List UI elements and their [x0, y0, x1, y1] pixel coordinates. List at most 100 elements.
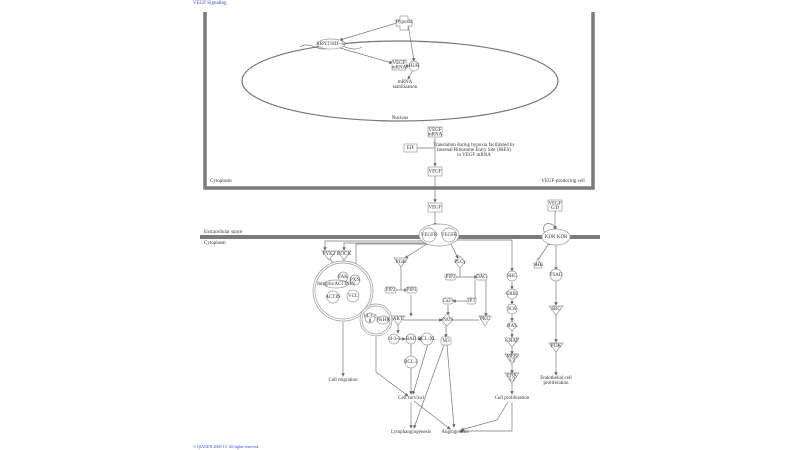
svg-text:BCL-2: BCL-2 — [404, 360, 418, 365]
svg-text:EIF: EIF — [407, 146, 415, 151]
svg-text:Angiogenesis: Angiogenesis — [441, 430, 468, 435]
svg-text:Integrin/ACTININ: Integrin/ACTININ — [317, 282, 355, 287]
node-sos[interactable]: SOS — [506, 303, 518, 315]
svg-text:VEGF: VEGF — [428, 170, 441, 175]
node-bad[interactable]: BAD — [405, 333, 417, 345]
node-arnt-hif1a[interactable]: ARNT/HIF-1α — [299, 38, 363, 50]
node-grb2[interactable]: GRB2 — [506, 288, 519, 300]
node-cell-proliferation[interactable]: Cell proliferation — [495, 396, 530, 401]
svg-text:TSAD: TSAD — [549, 273, 562, 278]
svg-text:KDR: KDR — [545, 235, 556, 240]
node-vegf-secreted[interactable]: VEGF — [427, 202, 443, 213]
svg-text:Cell survival: Cell survival — [398, 396, 424, 401]
node-tsad[interactable]: TSAD — [549, 268, 563, 282]
node-shb[interactable]: SHB — [533, 257, 544, 269]
node-cell-survival[interactable]: Cell survival — [398, 396, 424, 401]
svg-text:C/D: C/D — [551, 206, 560, 211]
svg-text:mRNA: mRNA — [428, 133, 443, 138]
nucleus-label: Nucleus — [392, 116, 408, 121]
node-shc[interactable]: SHC — [506, 270, 518, 282]
svg-text:VEGF: VEGF — [428, 206, 441, 211]
svg-text:KDR: KDR — [557, 235, 568, 240]
node-integrin-complex[interactable]: FAK PXN Integrin/ACTININ ACTIN VCL — [312, 260, 374, 322]
node-vegf-cytoplasm[interactable]: VEGF — [427, 166, 443, 177]
svg-text:Endothelial cell: Endothelial cell — [540, 376, 572, 381]
node-bcl-xl[interactable]: BCL-XL — [418, 332, 436, 346]
svg-text:Internal Ribosome Entry Site (: Internal Ribosome Entry Site (IRES) — [437, 148, 511, 153]
svg-text:RAS: RAS — [507, 324, 517, 329]
svg-text:ACTIN: ACTIN — [325, 295, 341, 300]
diagram-title[interactable]: VEGF Signaling — [193, 1, 227, 6]
node-pip2-a[interactable]: PIP2 — [384, 286, 397, 294]
node-angiogenesis[interactable]: Angiogenesis — [441, 430, 468, 435]
node-hypoxia[interactable]: Hypoxia — [395, 15, 413, 31]
svg-text:DAG: DAG — [476, 275, 487, 280]
node-ip3[interactable]: IP3 — [466, 297, 477, 305]
svg-text:14-3-3: 14-3-3 — [387, 337, 401, 342]
svg-text:AKT: AKT — [393, 317, 403, 322]
svg-text:VEGFR: VEGFR — [441, 233, 458, 238]
svg-text:VEGFR: VEGFR — [421, 233, 438, 238]
cytoplasm-label: Cytoplasm — [210, 179, 232, 184]
node-ras[interactable]: RAS — [506, 320, 518, 332]
node-lymphangiogenesis[interactable]: Lymphangiogenesis — [391, 430, 431, 435]
node-hur[interactable]: HUR — [408, 60, 420, 72]
svg-text:NO: NO — [442, 339, 450, 344]
extracellular-label: Extracellular space — [204, 230, 243, 235]
node-plcg[interactable]: PLCγ — [454, 255, 466, 269]
node-ca2[interactable]: Ca2+ — [443, 297, 454, 305]
node-no[interactable]: NO — [440, 336, 452, 346]
node-1433b-fkhr-complex[interactable]: 14-3-3β FKHR — [359, 303, 393, 337]
svg-text:PIP3: PIP3 — [407, 288, 417, 293]
node-akt[interactable]: AKT — [390, 315, 406, 326]
svg-text:VCL: VCL — [348, 294, 358, 299]
node-c-raf[interactable]: c-RAF — [504, 337, 520, 348]
node-bcl-2[interactable]: BCL-2 — [404, 355, 418, 369]
svg-text:proliferation: proliferation — [544, 381, 569, 386]
node-pi3k[interactable]: PI3K — [393, 257, 409, 268]
svg-text:eNOS: eNOS — [441, 318, 453, 323]
node-14-3-3[interactable]: 14-3-3 — [387, 333, 401, 345]
node-eif[interactable]: EIF — [403, 143, 418, 153]
svg-text:PLCγ: PLCγ — [454, 260, 466, 265]
svg-text:mRNA: mRNA — [392, 66, 407, 71]
node-pip3[interactable]: PIP3 — [405, 286, 418, 294]
node-enos[interactable]: eNOS — [440, 313, 454, 327]
node-pi3k-right[interactable]: PI3K — [548, 342, 564, 353]
node-pkc[interactable]: PKC — [478, 315, 492, 327]
svg-text:IP3: IP3 — [468, 299, 475, 304]
svg-text:stabilization: stabilization — [393, 85, 418, 90]
svg-text:ROCK: ROCK — [337, 252, 351, 257]
producing-cell-membrane — [203, 12, 595, 190]
svg-text:PXN: PXN — [350, 278, 360, 283]
svg-text:SHC: SHC — [507, 274, 517, 279]
svg-text:Ca2+: Ca2+ — [443, 299, 454, 304]
svg-text:PYK2: PYK2 — [323, 252, 336, 257]
node-rock[interactable]: ROCK — [336, 250, 352, 261]
node-cell-migration[interactable]: Cell migration — [328, 378, 358, 383]
svg-text:PIP2: PIP2 — [386, 288, 396, 293]
svg-text:Lymphangiogenesis: Lymphangiogenesis — [391, 430, 431, 435]
copyright-footer[interactable]: © QIAGEN 2000-15. All rights reserved. — [193, 444, 259, 449]
svg-text:SOS: SOS — [507, 307, 516, 312]
svg-text:VEGF: VEGF — [428, 128, 441, 133]
node-pyk2[interactable]: PYK2 — [321, 250, 337, 261]
svg-text:FKHR: FKHR — [376, 318, 390, 323]
node-src[interactable]: SRC — [548, 305, 564, 316]
svg-text:Translation during hypoxia fac: Translation during hypoxia facilitated b… — [433, 143, 515, 148]
node-pip2-b[interactable]: PIP2 — [444, 273, 457, 281]
node-dag[interactable]: DAG — [475, 273, 488, 281]
svg-text:ARNT/HIF-1α: ARNT/HIF-1α — [316, 42, 346, 47]
producing-cell-label: VEGF-producing cell — [541, 179, 585, 184]
svg-text:14-3-3: 14-3-3 — [363, 315, 377, 320]
svg-text:mRNA: mRNA — [398, 80, 413, 85]
